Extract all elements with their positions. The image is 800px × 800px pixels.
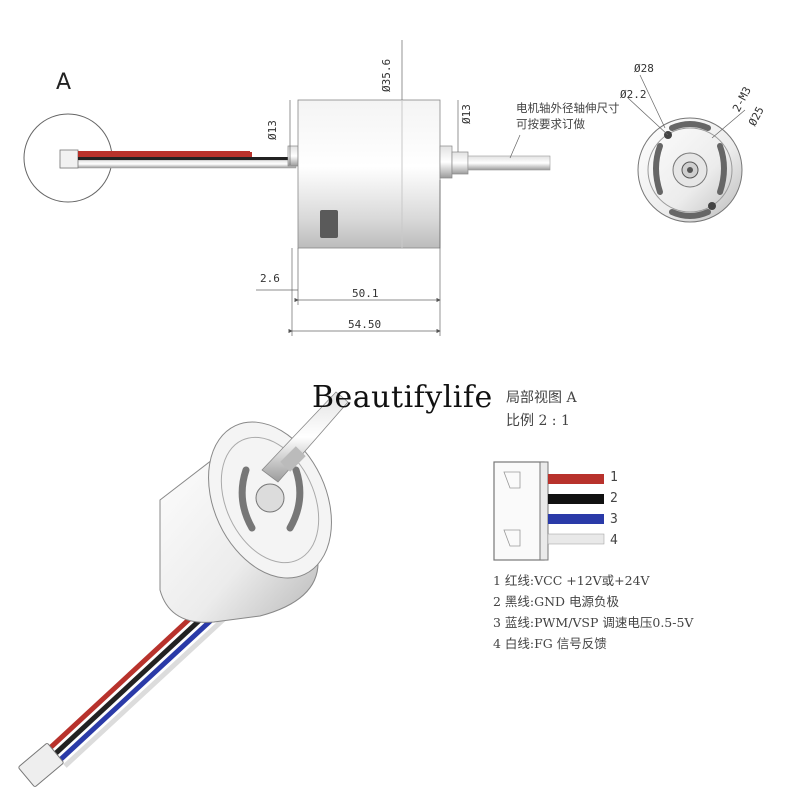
shaft-note-line-1: 电机轴外径轴伸尺寸 <box>516 101 620 115</box>
dimension-lines <box>256 40 521 336</box>
partial-view-scale: 比例 2 : 1 <box>506 413 570 429</box>
partial-view-title: 局部视图 A <box>506 390 577 406</box>
isometric-motor <box>18 391 349 787</box>
dim-body-diameter: Ø35.6 <box>380 58 393 92</box>
legend-line-1: 1 红线:VCC +12V或+24V <box>493 573 650 588</box>
dim-total-length: 54.50 <box>348 318 382 331</box>
shaft-note-line-2: 可按要求订做 <box>516 117 585 131</box>
dim-offset: 2.6 <box>260 272 280 285</box>
dim-right-shaft: Ø13 <box>460 104 473 124</box>
dim-body-length: 50.1 <box>352 287 379 300</box>
front-face-view <box>627 74 746 223</box>
pin-number-1: 1 <box>610 470 618 485</box>
connector-detail <box>493 461 605 561</box>
pin-number-3: 3 <box>610 512 618 527</box>
pin-number-2: 2 <box>610 491 618 506</box>
dim-face-22: Ø2.2 <box>620 88 647 101</box>
detail-label-a: A <box>56 70 72 95</box>
side-view-motor <box>59 99 551 249</box>
pin-number-4: 4 <box>610 533 618 548</box>
dim-face-28: Ø28 <box>634 62 654 75</box>
dim-left-shaft: Ø13 <box>266 120 279 140</box>
legend-line-4: 4 白线:FG 信号反馈 <box>493 636 607 651</box>
legend-line-3: 3 蓝线:PWM/VSP 调速电压0.5-5V <box>493 615 694 630</box>
watermark: Beautifylife <box>312 380 493 415</box>
legend-line-2: 2 黑线:GND 电源负极 <box>493 594 620 609</box>
